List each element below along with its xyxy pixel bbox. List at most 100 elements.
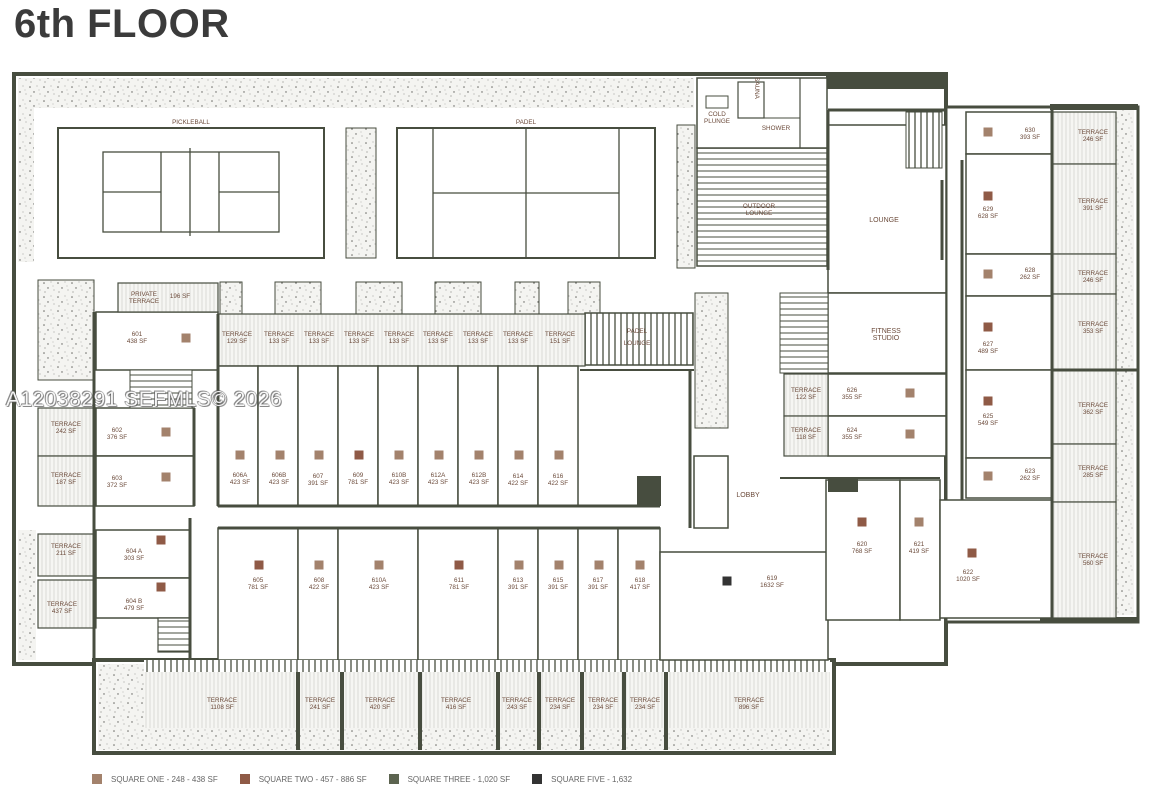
unit-604b-sf: 479 SF (124, 605, 144, 612)
terrace-sf: 133 SF (468, 338, 488, 345)
terrace-sf: 133 SF (349, 338, 369, 345)
unit-room (337, 527, 419, 661)
unit-marker-619 (722, 576, 732, 586)
terrace-sf: 133 SF (269, 338, 289, 345)
east-tower (960, 110, 1138, 620)
unit-625-sf: 549 SF (978, 420, 998, 427)
terrace-label: TERRACE (423, 331, 453, 338)
corridor-walls (92, 312, 940, 660)
unit-627-sf: 489 SF (978, 348, 998, 355)
unit-608-sf: 422 SF (309, 584, 329, 591)
unit-620-sf: 768 SF (852, 548, 872, 555)
terrace-label: TERRACE (1078, 465, 1108, 472)
terrace-sf: 187 SF (56, 479, 76, 486)
terrace-sf: 122 SF (796, 394, 816, 401)
unit-617-sf: 391 SF (588, 584, 608, 591)
terrace-label: TERRACE (365, 697, 395, 704)
terrace-sf: 285 SF (1083, 472, 1103, 479)
unit-611-sf: 781 SF (449, 584, 469, 591)
unit-room (217, 365, 259, 507)
unit-marker-616 (554, 450, 564, 460)
terrace-label: TERRACE (734, 697, 764, 704)
unit-room (537, 527, 579, 661)
unit-621-sf: 419 SF (909, 548, 929, 555)
terrace-label: TERRACE (791, 387, 821, 394)
unit-marker-605 (254, 560, 264, 570)
terrace-label: TERRACE (47, 601, 77, 608)
unit-room (377, 365, 419, 507)
unit-603-label: 603 (112, 475, 123, 482)
terrace-label: TERRACE (305, 697, 335, 704)
page-title: 6th FLOOR (14, 2, 230, 46)
unit-marker-624 (905, 429, 915, 439)
unit-marker-628 (983, 269, 993, 279)
terrace-label: TERRACE (1078, 402, 1108, 409)
terrace-sf: 133 SF (389, 338, 409, 345)
terrace-sf: 243 SF (507, 704, 527, 711)
unit-605-label: 605 (253, 577, 264, 584)
terrace-sf: 118 SF (796, 434, 816, 441)
unit-606a-label: 606A (233, 472, 249, 479)
unit-marker-626 (905, 388, 915, 398)
private-terrace-label: PRIVATE (131, 291, 157, 298)
unit-marker-612a (434, 450, 444, 460)
terrace-label: TERRACE (207, 697, 237, 704)
unit-612a-sf: 423 SF (428, 479, 448, 486)
terrace-sf: 234 SF (593, 704, 613, 711)
legend-swatch (388, 774, 399, 784)
unit-613-sf: 391 SF (508, 584, 528, 591)
unit-619-sf: 1632 SF (760, 582, 784, 589)
terrace-sf: 151 SF (550, 338, 570, 345)
unit-marker-621 (914, 517, 924, 527)
unit-605-sf: 781 SF (248, 584, 268, 591)
unit-601-sf: 438 SF (127, 338, 147, 345)
legend-swatch (532, 774, 543, 784)
unit-room (337, 365, 379, 507)
unit-marker-606b (275, 450, 285, 460)
unit-marker-610a (374, 560, 384, 570)
unit-marker-615 (554, 560, 564, 570)
terrace-label: TERRACE (304, 331, 334, 338)
fitness-label-2: STUDIO (873, 335, 900, 342)
padel-lounge-label-2: LOUNGE (624, 340, 651, 347)
unit-604b-label: 604 B (126, 598, 142, 605)
west-units (37, 282, 219, 653)
unit-602-sf: 376 SF (107, 434, 127, 441)
unit-612a-label: 612A (431, 472, 447, 479)
legend-item: SQUARE TWO - 457 - 886 SF (239, 774, 367, 784)
outdoor-lounge-label: OUTDOOR (743, 203, 776, 210)
outdoor-lounge-area (696, 147, 828, 267)
unit-615-label: 615 (553, 577, 564, 584)
unit-623-label: 623 (1025, 468, 1036, 475)
shower-label: SHOWER (762, 125, 791, 132)
unit-607-label: 607 (313, 473, 324, 480)
unit-630-sf: 393 SF (1020, 134, 1040, 141)
unit-603-sf: 372 SF (107, 482, 127, 489)
unit-room (577, 527, 619, 661)
north-unit-row (217, 313, 586, 507)
terrace-sf: 133 SF (309, 338, 329, 345)
unit-room (417, 365, 459, 507)
legend-label: SQUARE THREE - 1,020 SF (407, 774, 511, 784)
unit-marker-625 (983, 396, 993, 406)
terrace-sf: 437 SF (52, 608, 72, 615)
padel-lounge-label: PADEL (627, 328, 648, 335)
unit-room (297, 365, 339, 507)
terrace-label: TERRACE (1078, 129, 1108, 136)
terrace-sf: 133 SF (428, 338, 448, 345)
unit-marker-604a (156, 535, 166, 545)
padel-court (396, 127, 656, 259)
terrace-label: TERRACE (51, 543, 81, 550)
terrace-label: TERRACE (51, 472, 81, 479)
unit-606b-label: 606B (272, 472, 287, 479)
terrace-sf: 246 SF (1083, 277, 1103, 284)
unit-606b-sf: 423 SF (269, 479, 289, 486)
unit-616-label: 616 (553, 473, 564, 480)
terrace-label: TERRACE (791, 427, 821, 434)
unit-604a-label: 604 A (126, 548, 143, 555)
unit-room (617, 527, 661, 661)
terrace-sf: 234 SF (635, 704, 655, 711)
unit-626-label: 626 (847, 387, 858, 394)
